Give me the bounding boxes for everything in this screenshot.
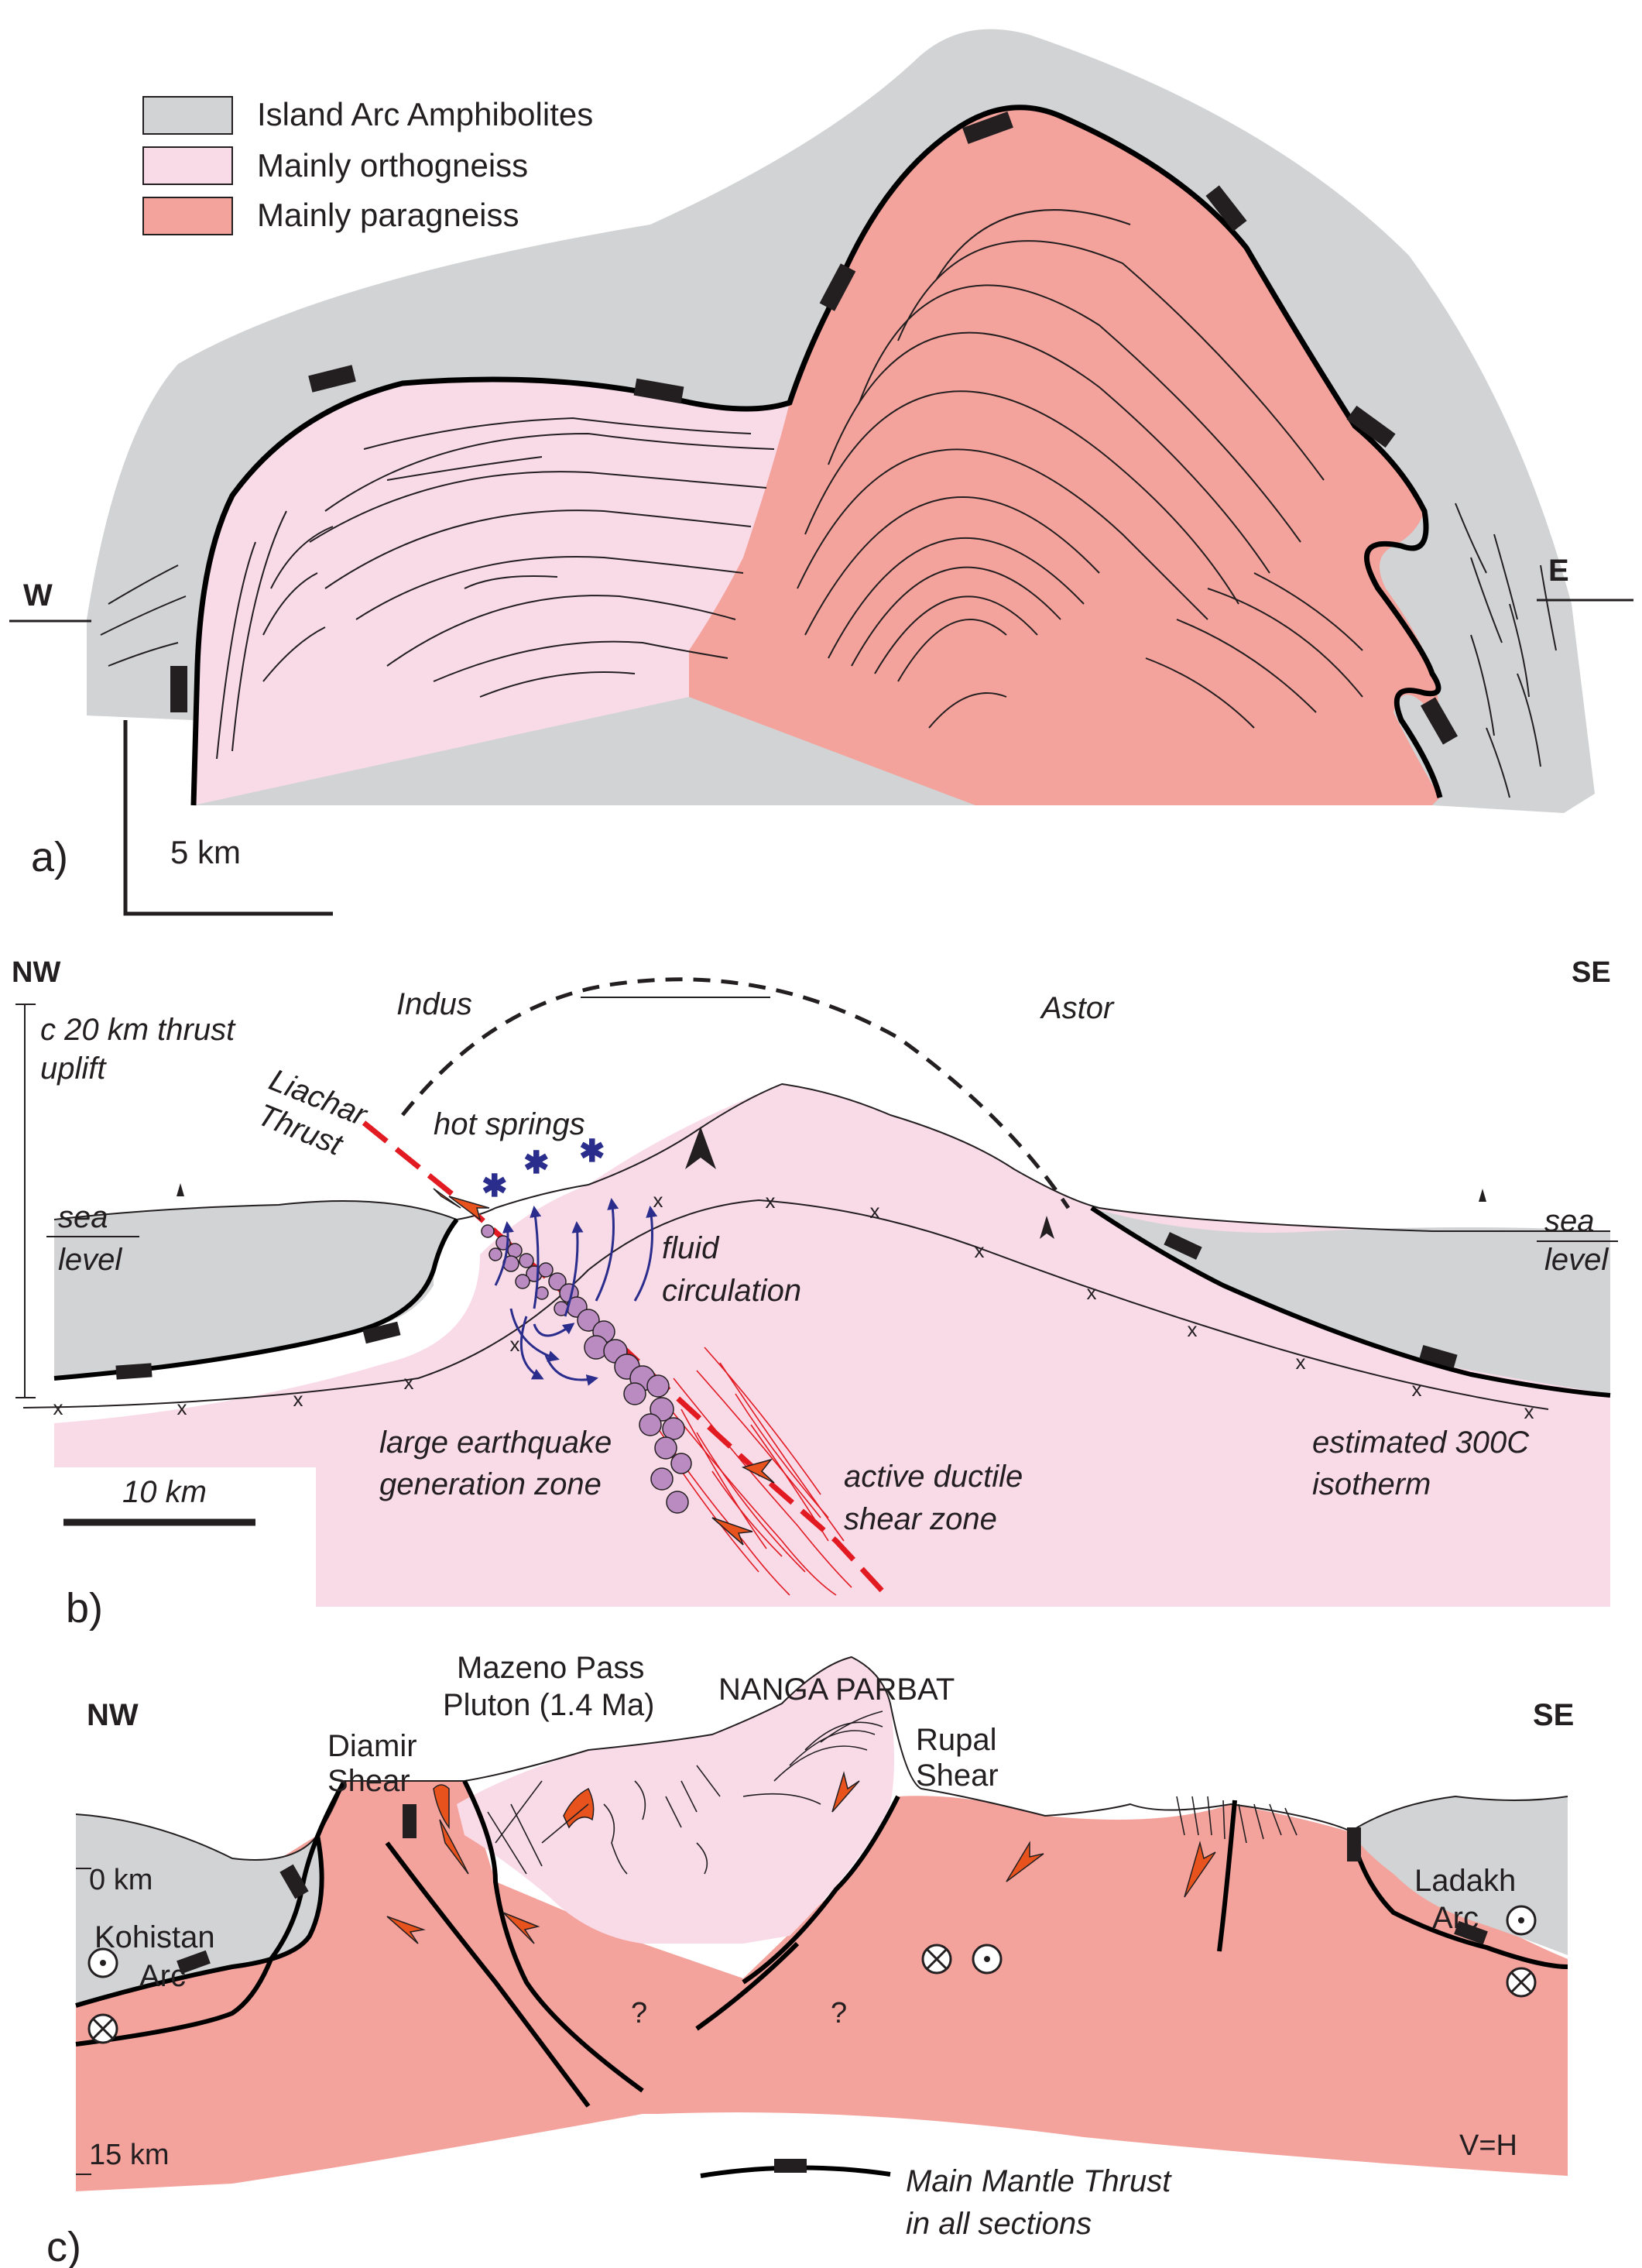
zero-km-label: 0 km <box>89 1864 153 1896</box>
scale-label-b: 10 km <box>122 1475 207 1509</box>
svg-text:x: x <box>1188 1318 1198 1341</box>
west-label: W <box>23 578 53 612</box>
scale-label-a: 5 km <box>170 834 241 870</box>
svg-text:x: x <box>653 1189 663 1212</box>
mmt-legend-tick <box>774 2159 807 2173</box>
indus-label: Indus <box>396 987 472 1021</box>
svg-text:x: x <box>1412 1378 1422 1401</box>
panel-b-letter: b) <box>66 1585 103 1632</box>
kohistan-label-1: Kohistan <box>94 1920 215 1954</box>
mazeno-label-1: Mazeno Pass <box>457 1651 644 1685</box>
svg-text:✱: ✱ <box>523 1146 550 1180</box>
svg-text:x: x <box>1524 1400 1534 1423</box>
svg-text:✱: ✱ <box>482 1169 508 1203</box>
ductile-label-1: active ductile <box>844 1460 1023 1494</box>
svg-text:x: x <box>404 1371 414 1394</box>
panel-a-letter: a) <box>31 834 68 880</box>
diamir-label-2: Shear <box>327 1764 410 1798</box>
fifteen-km-label: 15 km <box>89 2139 169 2171</box>
panel-c-letter: c) <box>46 2224 81 2268</box>
ductile-label-2: shear zone <box>844 1502 997 1536</box>
uplift-label-1: c 20 km thrust <box>40 1013 236 1047</box>
svg-text:x: x <box>510 1333 520 1356</box>
sea-level-left-1: sea <box>58 1200 108 1234</box>
nanga-parbat-label: NANGA PARBAT <box>718 1673 955 1707</box>
vh-label: V=H <box>1459 2129 1517 2162</box>
legend-swatch-paragneiss <box>143 197 232 235</box>
legend-swatch-amphibolite <box>143 97 232 134</box>
panel-a: W E 5 km a) <box>9 29 1633 914</box>
nw-label-c: NW <box>87 1698 139 1732</box>
panel-c: NW SE Mazeno Pass Pluton (1.4 Ma) NANGA … <box>46 1651 1574 2268</box>
legend-label-orthogneiss: Mainly orthogneiss <box>257 147 528 184</box>
ladakh-label-1: Ladakh <box>1414 1864 1516 1898</box>
fluid-label-2: circulation <box>662 1274 801 1308</box>
svg-text:x: x <box>293 1388 303 1411</box>
svg-text:x: x <box>1296 1350 1306 1374</box>
legend-label-amphibolite: Island Arc Amphibolites <box>257 96 593 132</box>
earthquake-label-2: generation zone <box>379 1467 602 1501</box>
rupal-label-2: Shear <box>916 1758 999 1793</box>
uplift-label-2: uplift <box>40 1052 107 1086</box>
svg-text:x: x <box>975 1239 985 1262</box>
svg-text:x: x <box>53 1396 63 1419</box>
sea-level-right-1: sea <box>1544 1204 1595 1238</box>
hot-springs-label: hot springs <box>434 1107 585 1141</box>
svg-text:x: x <box>177 1396 187 1419</box>
unknown-marker-2: ? <box>831 1997 847 2030</box>
nw-label-b: NW <box>12 956 60 989</box>
mmt-legend-label-1: Main Mantle Thrust <box>906 2164 1172 2198</box>
se-label-c: SE <box>1533 1698 1574 1732</box>
rupal-label-1: Rupal <box>916 1723 997 1757</box>
isotherm-label-2: isotherm <box>1312 1467 1431 1501</box>
svg-text:x: x <box>1087 1281 1097 1304</box>
mazeno-label-2: Pluton (1.4 Ma) <box>443 1688 654 1722</box>
isotherm-label-1: estimated 300C <box>1312 1426 1530 1460</box>
panel-b: x x x x x x x x x x x x x x <box>12 956 1618 1632</box>
legend: Island Arc Amphibolites Mainly orthognei… <box>143 96 593 235</box>
diamir-label-1: Diamir <box>327 1729 417 1763</box>
ladakh-label-2: Arc <box>1432 1901 1479 1935</box>
earthquake-label-1: large earthquake <box>379 1426 612 1460</box>
sea-level-left-2: level <box>58 1243 122 1277</box>
svg-text:x: x <box>766 1189 776 1213</box>
legend-label-paragneiss: Mainly paragneiss <box>257 197 519 233</box>
east-label: E <box>1548 554 1569 588</box>
mmt-legend-label-2: in all sections <box>906 2207 1092 2241</box>
fluid-label-1: fluid <box>662 1231 720 1265</box>
se-label-b: SE <box>1572 956 1611 989</box>
astor-label: Astor <box>1040 991 1115 1025</box>
legend-swatch-orthogneiss <box>143 147 232 184</box>
sea-level-right-2: level <box>1544 1243 1609 1277</box>
uplift-bar <box>15 1004 36 1398</box>
svg-text:x: x <box>870 1199 880 1223</box>
unknown-marker-1: ? <box>631 1997 647 2030</box>
kohistan-label-2: Arc <box>139 1959 186 1993</box>
